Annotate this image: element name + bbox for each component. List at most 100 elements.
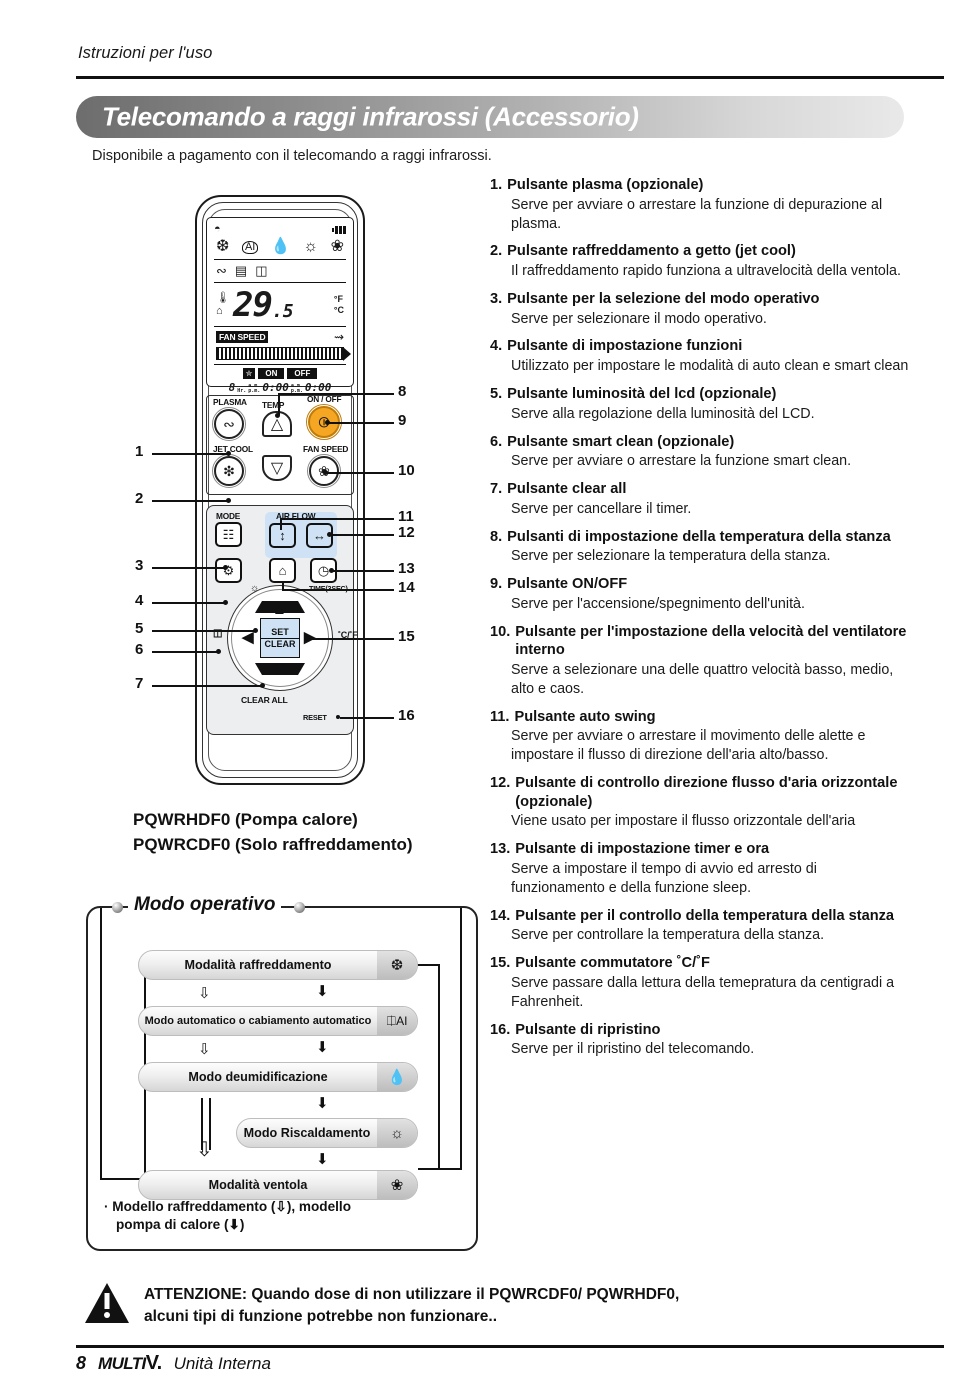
leader-dot-1 [226,451,231,456]
function-setting-button[interactable]: ⚙ [215,558,242,583]
reset-label: RESET [303,713,327,722]
flow-step-4-label: Modalità ventola [208,1178,308,1192]
description-number: 7. [490,481,503,498]
description-title: Pulsante luminosità del lcd (opzionale) [507,385,777,402]
flow-arrow-solid-1: ⬇ [316,1039,329,1056]
description-item: 1.Pulsante plasma (opzionale)Serve per a… [490,176,910,233]
leader-12 [330,534,394,536]
description-heading: 7.Pulsante clear all [490,480,910,499]
leader-8 [278,393,394,395]
callout-16: 16 [398,707,415,724]
description-title: Pulsante di impostazione timer e ora [515,841,770,858]
description-number: 3. [490,290,503,307]
temp-down-button[interactable]: ▽ [262,455,292,481]
flow-arrow-solid-2: ⬇ [316,1095,329,1112]
auto-clean-icon: ▤ [234,263,248,278]
lcd-temperature-area: 🌡 ⌂ 29 .5 °F °C [214,283,346,327]
callout-14: 14 [398,579,415,596]
leader-16 [340,717,394,719]
description-number: 14. [490,907,511,924]
lcd-temp-value: 29 [232,284,273,325]
description-body: Serve per avviare o arrestare la funzion… [511,196,883,232]
description-heading: 14.Pulsante per il controllo della tempe… [490,907,910,926]
description-heading: 3.Pulsante per la selezione del modo ope… [490,290,910,309]
leader-11-stem [280,518,282,530]
description-heading: 13.Pulsante di impostazione timer e ora [490,840,910,859]
description-body: Serve per selezionare il modo operativo. [511,310,767,327]
flow-note-line-1: · Modello raffreddamento (⇩), modello [104,1199,352,1214]
dpad-up-button[interactable]: ▲ [272,601,287,618]
description-number: 12. [490,775,511,792]
description-title: Pulsante smart clean (opzionale) [507,433,735,450]
description-number: 2. [490,243,503,260]
thermometer-icon: 🌡 [216,292,230,304]
lcd-brightness-icon: ☼ [250,583,259,594]
jet-cool-button[interactable]: ❇ [212,454,246,488]
description-body: Serve per cancellare il timer. [511,500,692,517]
leader-14-stem [282,583,284,591]
room-temp-check-button[interactable]: ⌂ [269,558,296,583]
time-3sec-label: TIME(3SEC) [309,584,348,593]
description-body: Serve per selezionare la temperatura del… [511,548,831,565]
flow-step-1: Modo automatico o cabiamento automatico … [138,1006,418,1036]
description-heading: 6.Pulsante smart clean (opzionale) [490,433,910,452]
flow-step-1-label: Modo automatico o cabiamento automatico [144,1015,372,1027]
airflow-arrow-icon: ⇝ [333,330,344,344]
lcd-hour-digit: 8 [228,381,236,394]
reset-hole[interactable] [336,715,340,719]
leader-dot-3 [223,565,228,570]
room-temp-icon: ⌂ [216,305,223,317]
set-clear-button[interactable]: SET CLEAR [260,618,300,658]
smart-clean-icon: ◫ [213,628,223,639]
fan-icon: ❀ [330,238,344,255]
leader-dot-5 [253,628,258,633]
mode-button[interactable]: ☷ [215,522,242,547]
dehumidify-drop-icon: 💧 [270,238,291,255]
description-body: Serve per il ripristino del telecomando. [511,1041,755,1058]
dpad-down-button[interactable]: ▼ [272,660,287,677]
description-body: Utilizzato per impostare le modalità di … [511,358,909,375]
leader-15 [308,638,394,640]
description-heading: 1.Pulsante plasma (opzionale) [490,176,910,195]
plasma-button[interactable]: ∾ [212,407,246,441]
description-heading: 11.Pulsante auto swing [490,708,910,727]
description-body: Serve alla regolazione della luminosità … [511,405,815,422]
timer-button[interactable]: ◷ [310,558,337,583]
lcd-status-row: ◓ [214,223,346,236]
leader-dot-8 [275,413,280,418]
description-title: Pulsante raffreddamento a getto (jet coo… [507,243,796,260]
flow-bead-right [294,902,305,913]
on-off-label: ON / OFF [307,394,342,404]
leader-6 [152,651,220,653]
callout-6: 6 [135,641,144,658]
plasma-label: PLASMA [213,397,247,407]
lcd-am-pm-off: a.m.p.m. [290,382,303,394]
clear-label: CLEAR [261,637,299,649]
callout-7: 7 [135,675,144,692]
footer-section: Unità Interna [173,1354,271,1373]
callout-5: 5 [135,620,144,637]
leader-3 [152,567,227,569]
flow-step-4: Modalità ventola ❀ [138,1170,418,1200]
description-number: 11. [490,708,510,725]
fan-speed-label: FAN SPEED [303,444,349,454]
leader-dot-4 [223,600,228,605]
flow-title: Modo operativo [128,894,282,916]
flow-wire-right-outer [460,908,463,1170]
description-item: 3.Pulsante per la selezione del modo ope… [490,290,910,329]
flow-step-3: Modo Riscaldamento ☼ [236,1118,418,1148]
description-body: Serve per avviare o arrestare la funzion… [511,453,852,470]
lcd-unit-f: °F [333,293,343,304]
auto-swing-vertical-button[interactable]: ↕ [269,523,296,548]
dpad-wedge-top [255,601,305,613]
callout-2: 2 [135,490,144,507]
description-body: Serve per l'accensione/spegnimento dell'… [511,595,805,612]
lcd-temp-side-icons: 🌡 ⌂ [216,293,230,317]
dpad-left-button[interactable]: ◀ [242,629,254,646]
page-subtitle: Disponibile a pagamento con il telecoman… [92,148,492,164]
flow-step-2-label: Modo deumidificazione [188,1070,328,1084]
